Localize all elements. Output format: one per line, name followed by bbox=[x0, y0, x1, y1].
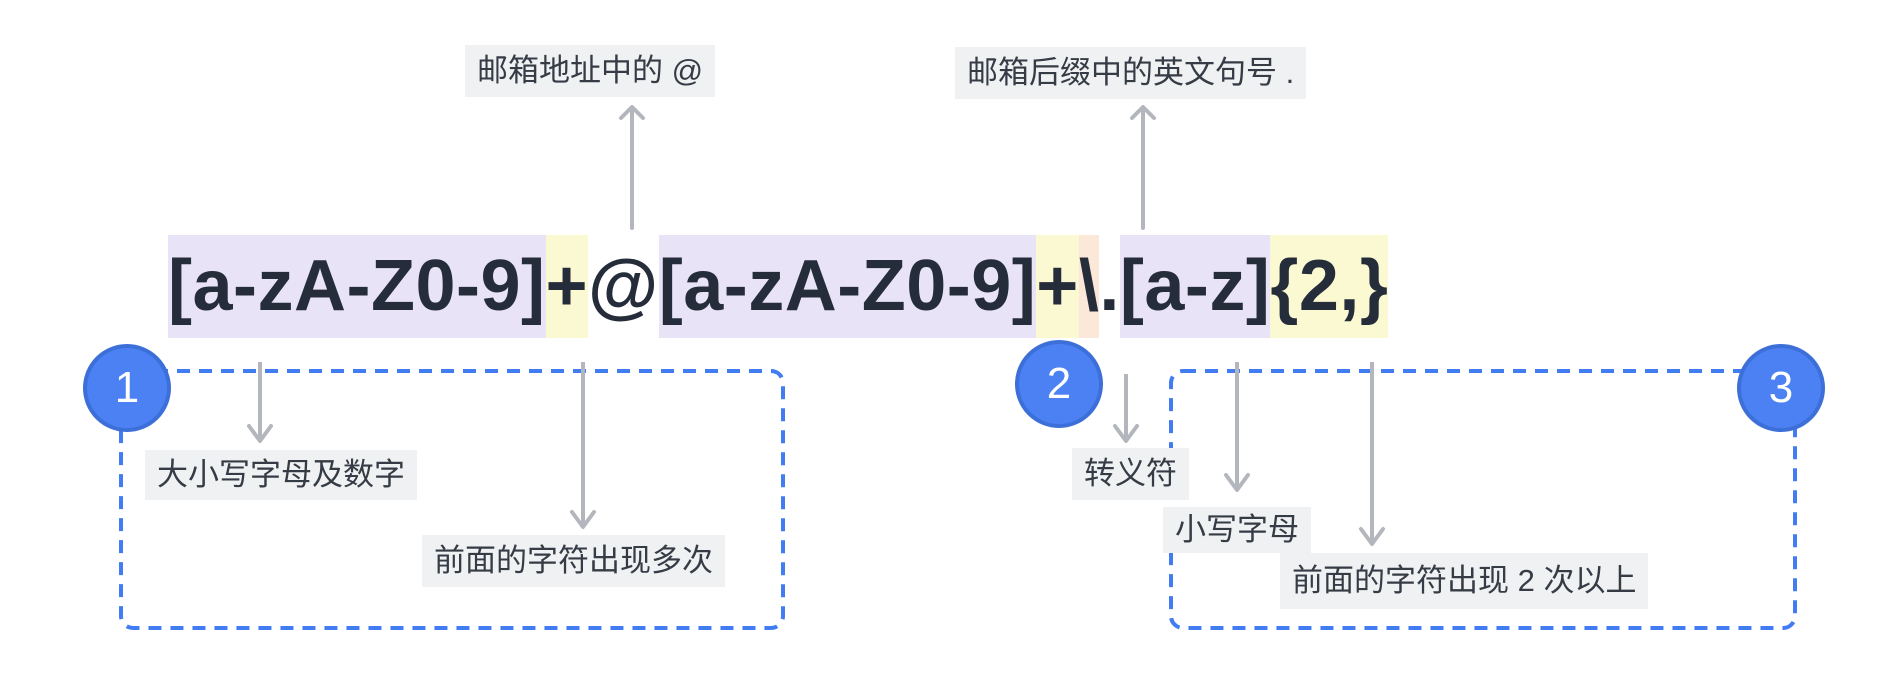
callout-dot-symbol: 邮箱后缀中的英文句号 . bbox=[955, 47, 1307, 99]
arrow-down-icon bbox=[1224, 362, 1250, 492]
arrow-up-icon bbox=[619, 105, 645, 230]
callout-at-symbol: 邮箱地址中的 @ bbox=[465, 45, 716, 97]
regex-segment-charclass-2: [a-zA-Z0-9] bbox=[658, 235, 1037, 338]
badge-3: 3 bbox=[1737, 344, 1825, 432]
callout-lowercase-letters: 小写字母 bbox=[1163, 507, 1311, 553]
regex-segment-lowercase: [a-z] bbox=[1119, 235, 1271, 338]
badge-2: 2 bbox=[1015, 340, 1103, 428]
regex-segment-quantifier: {2,} bbox=[1270, 235, 1389, 338]
regex-segment-at: @ bbox=[588, 246, 659, 326]
regex-segment-charclass-1: [a-zA-Z0-9] bbox=[168, 235, 546, 338]
callout-two-or-more: 前面的字符出现 2 次以上 bbox=[1280, 553, 1649, 609]
regex-segment-dot: . bbox=[1099, 246, 1120, 326]
group-1-dashed-box bbox=[119, 369, 785, 630]
regex-segment-plus-1: + bbox=[545, 235, 589, 338]
callout-letters-and-digits: 大小写字母及数字 bbox=[145, 450, 417, 500]
arrow-up-icon bbox=[1130, 105, 1156, 230]
arrow-down-icon bbox=[1359, 362, 1385, 546]
regex-expression: [a-zA-Z0-9] + @ [a-zA-Z0-9] + \ . [a-z] … bbox=[168, 235, 1389, 338]
arrow-down-icon bbox=[247, 362, 273, 443]
arrow-down-icon bbox=[1113, 374, 1139, 443]
regex-segment-plus-2: + bbox=[1036, 235, 1079, 338]
badge-1: 1 bbox=[83, 344, 171, 432]
group-3-dashed-box bbox=[1169, 369, 1797, 630]
arrow-down-icon bbox=[570, 362, 596, 529]
regex-segment-backslash: \ bbox=[1078, 235, 1100, 338]
callout-plus-repeat: 前面的字符出现多次 bbox=[422, 535, 725, 587]
callout-escape-char: 转义符 bbox=[1072, 448, 1189, 500]
